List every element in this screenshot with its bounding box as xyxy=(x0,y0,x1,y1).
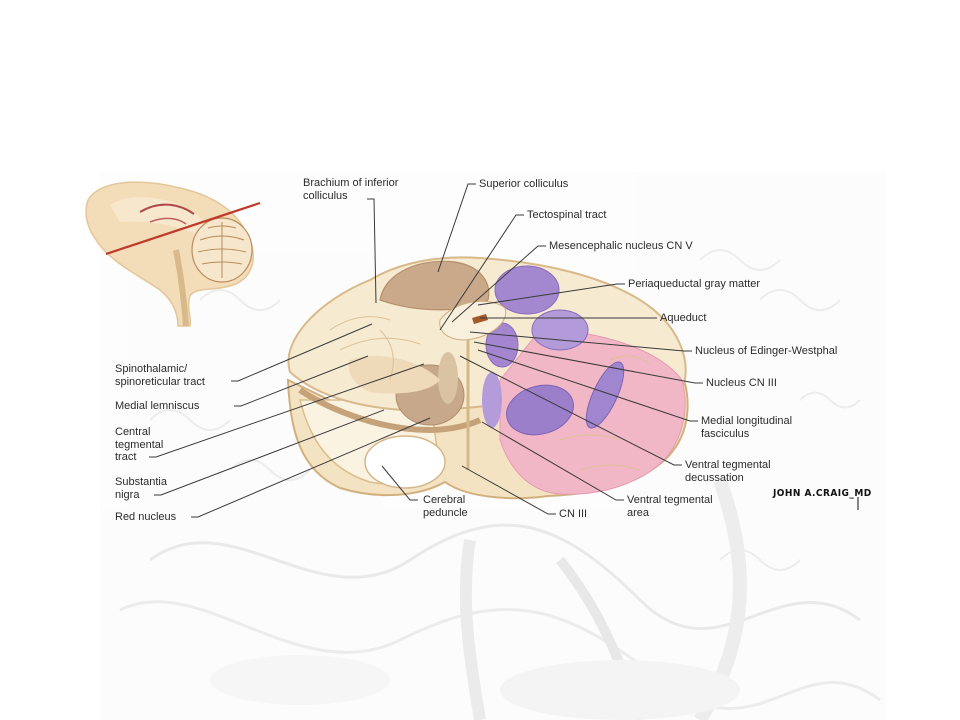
label-substantia-nigra: Substantia nigra xyxy=(115,476,167,501)
label-superior-colliculus: Superior colliculus xyxy=(479,178,569,190)
label-tectospinal-tract: Tectospinal tract xyxy=(527,209,607,221)
label-ventral-tegmental-decussation: Ventral tegmental decussation xyxy=(685,459,771,484)
label-nucleus-cn-iii: Nucleus CN III xyxy=(706,377,777,389)
leader-lines xyxy=(149,183,703,518)
label-periaqueductal-gray-matter: Periaqueductal gray matter xyxy=(628,278,761,290)
label-brachium-inferior-colliculus: Brachium of inferior colliculus xyxy=(303,177,399,202)
label-central-tegmental-tract: Central tegmental tract xyxy=(115,426,164,463)
label-cerebral-peduncle: Cerebral peduncle xyxy=(423,494,468,519)
label-nucleus-edinger-westphal: Nucleus of Edinger-Westphal xyxy=(695,345,838,357)
midbrain-section xyxy=(286,256,689,500)
label-ventral-tegmental-area: Ventral tegmental area xyxy=(627,494,713,519)
label-spinothalamic-spinoreticular-tract: Spinothalamic/ spinoreticular tract xyxy=(115,363,205,388)
illustrator-signature: JOHN A.CRAIG_MD xyxy=(773,488,872,499)
label-cn-iii: CN III xyxy=(559,508,588,520)
label-mesencephalic-nucleus-cn-v: Mesencephalic nucleus CN V xyxy=(549,240,693,252)
label-medial-lemniscus: Medial lemniscus xyxy=(115,400,200,412)
sagittal-inset xyxy=(85,181,261,327)
cut-plane-line xyxy=(105,201,261,256)
label-medial-longitudinal-fasciculus: Medial longitudinal fasciculus xyxy=(701,415,793,440)
label-aqueduct: Aqueduct xyxy=(660,312,707,324)
label-red-nucleus: Red nucleus xyxy=(115,511,177,523)
